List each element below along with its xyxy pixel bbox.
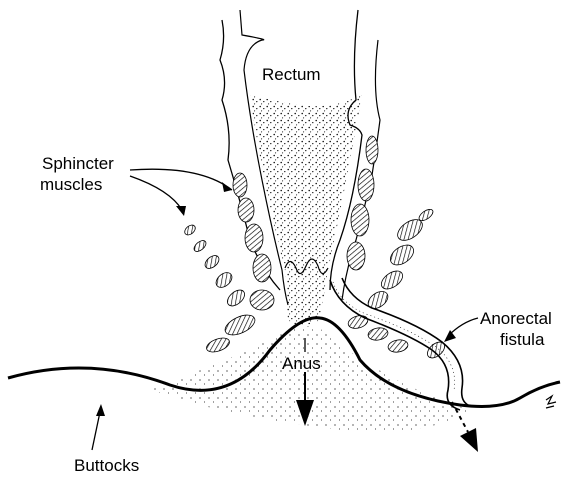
- fistula-label-line1: Anorectal: [480, 309, 552, 328]
- fistula-label-line2: fistula: [500, 330, 544, 349]
- sphincter-label-line1: Sphincter: [42, 154, 114, 173]
- fistula-leader-arrow: [444, 318, 478, 342]
- sphincter-leader-arrows: [130, 169, 232, 216]
- rectum-label: Rectum: [262, 65, 321, 84]
- buttocks-leader-arrow: [92, 404, 105, 450]
- anus-label: Anus: [282, 354, 321, 373]
- right-sphincter-muscles: [347, 136, 448, 361]
- perianal-tissue: [150, 326, 470, 433]
- sphincter-label-line2: muscles: [40, 175, 102, 194]
- left-sphincter-muscles: [183, 173, 274, 355]
- buttocks-label: Buttocks: [74, 456, 139, 475]
- edge-squiggle: [546, 396, 556, 408]
- fistula-drainage-arrow-head: [460, 428, 478, 452]
